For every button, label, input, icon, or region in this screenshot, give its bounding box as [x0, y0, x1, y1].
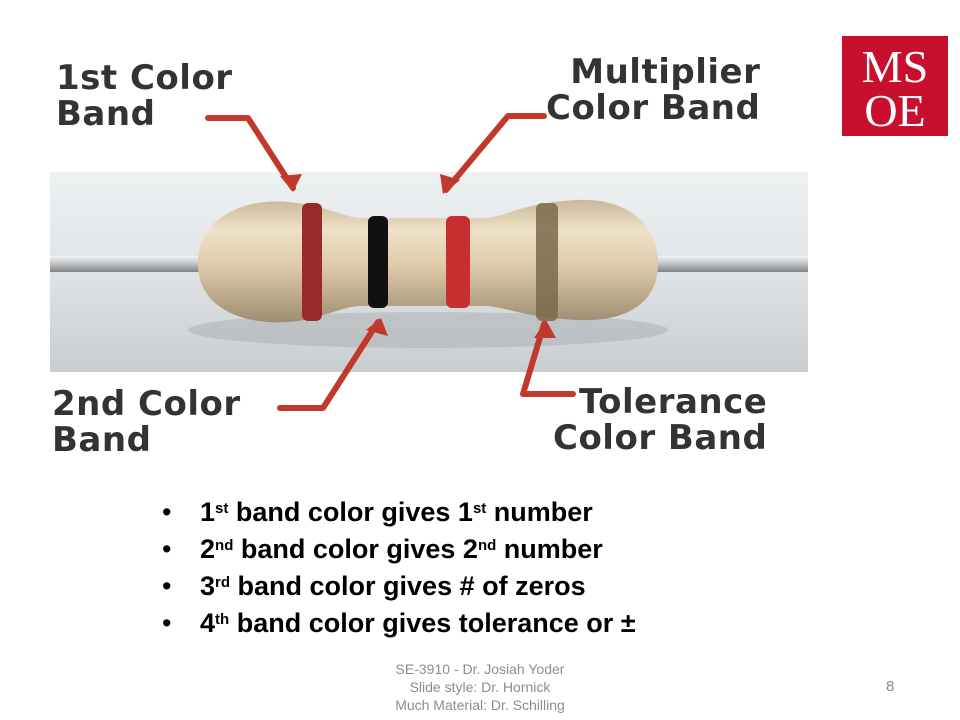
tolerance-color-band	[536, 203, 558, 321]
label-tolerance-color-band: Tolerance Color Band	[553, 382, 768, 458]
arrowhead-multiplier	[440, 174, 460, 194]
arrow-heads	[280, 174, 556, 338]
second-color-band	[368, 216, 388, 308]
footer-style-credit: Slide style: Dr. Hornick	[409, 679, 551, 695]
slide-footer: SE-3910 - Dr. Josiah Yoder Slide style: …	[340, 660, 620, 714]
arrowhead-tolerance	[534, 320, 556, 338]
resistor-illustration	[50, 113, 808, 411]
footer-course: SE-3910 - Dr. Josiah Yoder	[395, 661, 565, 677]
bullet-item: •2nd band color gives 2nd number	[162, 534, 603, 564]
arrow-multiplier	[443, 113, 547, 193]
arrow-tolerance	[520, 321, 576, 397]
bullet-item: •4th band color gives tolerance or ±	[162, 608, 636, 638]
multiplier-color-band	[446, 216, 470, 308]
label-first-color-band: 1st Color Band	[56, 58, 233, 134]
first-color-band	[302, 203, 322, 321]
page-number: 8	[886, 678, 895, 695]
arrow-first-band	[205, 115, 296, 191]
label-arrows	[205, 113, 576, 411]
left-lead-wire	[50, 256, 220, 272]
arrowhead-second-band	[366, 318, 388, 336]
arrow-second-band	[277, 319, 381, 411]
label-second-color-band: 2nd Color Band	[52, 384, 241, 460]
resistor-figure: 1st Color Band Multiplier Color Band 2nd…	[48, 40, 810, 460]
logo-line-2: OE	[864, 85, 925, 132]
msoe-logo-mark: MS OE	[862, 41, 928, 132]
right-lead-wire	[638, 256, 808, 272]
bullet-list: •1st band color gives 1st number •2nd ba…	[160, 494, 636, 642]
resistor-body	[198, 199, 658, 323]
logo-line-1: MS	[862, 41, 928, 92]
footer-material-credit: Much Material: Dr. Schilling	[395, 697, 565, 713]
msoe-logo: MS OE	[840, 34, 950, 138]
label-multiplier-color-band: Multiplier Color Band	[546, 52, 761, 128]
bullet-item: •1st band color gives 1st number	[162, 497, 593, 527]
arrowhead-first-band	[280, 174, 302, 192]
bullet-item: •3rd band color gives # of zeros	[162, 571, 586, 601]
